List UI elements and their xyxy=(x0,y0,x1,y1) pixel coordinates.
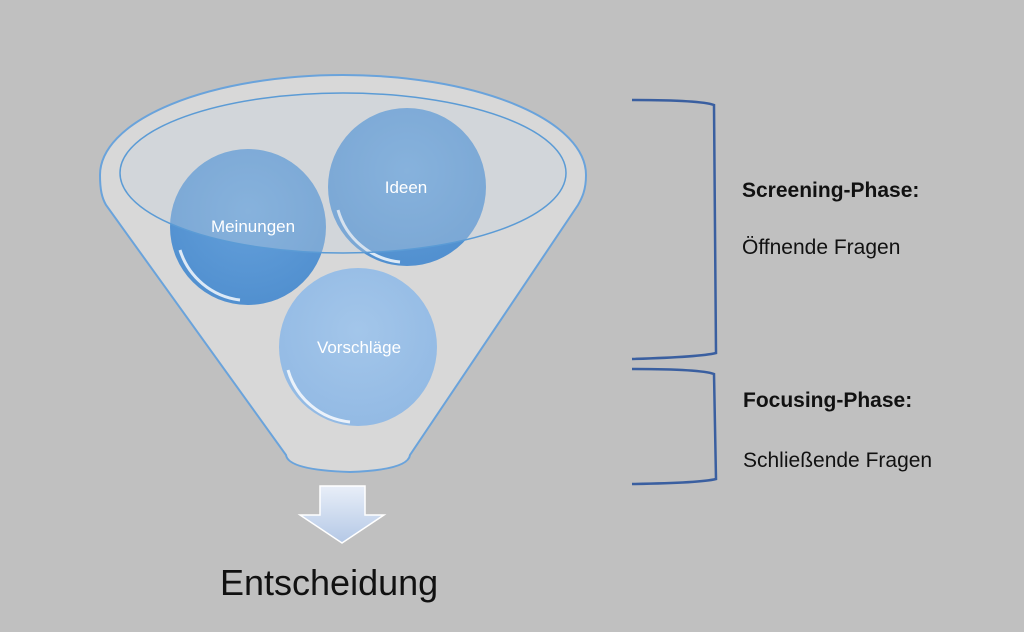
screening-phase-title: Screening-Phase: xyxy=(742,179,920,202)
bracket-focusing xyxy=(631,367,718,486)
arrow-down-icon xyxy=(297,485,387,544)
bracket-screening xyxy=(631,98,718,361)
bubble-ideen xyxy=(328,108,486,266)
bubble-label-ideen: Ideen xyxy=(385,178,428,197)
bubble-label-vorschlaege: Vorschläge xyxy=(317,338,401,357)
focusing-phase-subtitle: Schließende Fragen xyxy=(743,449,933,472)
funnel-rim xyxy=(119,92,567,254)
decision-label: Entscheidung xyxy=(220,562,439,603)
focusing-phase-title: Focusing-Phase: xyxy=(743,389,913,412)
bubble-label-meinungen: Meinungen xyxy=(211,217,295,236)
bubble-vorschlaege xyxy=(279,268,437,426)
screening-phase-subtitle: Öffnende Fragen xyxy=(742,236,901,259)
bubble-meinungen xyxy=(170,149,326,305)
